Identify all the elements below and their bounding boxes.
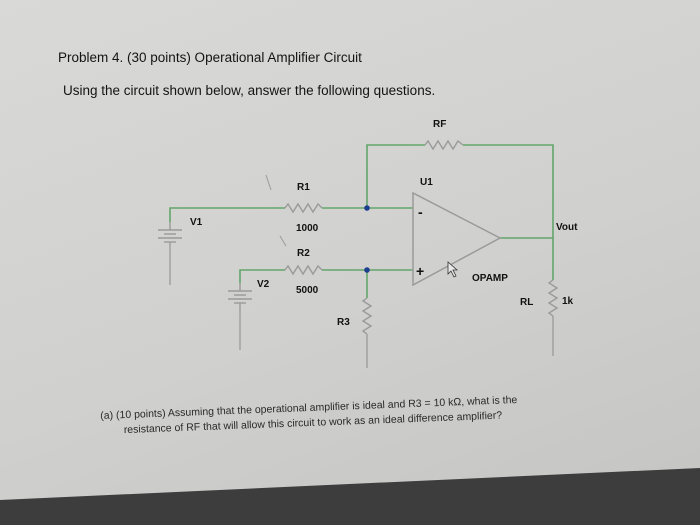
r1-label: R1 <box>297 182 310 193</box>
v2-label: V2 <box>257 279 270 290</box>
r3-label: R3 <box>337 317 350 328</box>
opamp-label: OPAMP <box>472 273 508 284</box>
battery-v1 <box>158 222 182 245</box>
r1-symbol <box>284 202 323 214</box>
rf-symbol <box>424 139 464 151</box>
stray-mark <box>265 174 272 191</box>
rl-value: 1k <box>562 296 574 307</box>
wire-v2-r2 <box>239 269 285 283</box>
r2-value: 5000 <box>296 285 319 296</box>
rl-label: RL <box>520 297 533 308</box>
v1-label: V1 <box>190 217 203 228</box>
stray-mark-2 <box>279 235 287 247</box>
node-noninverting-junction <box>364 267 370 273</box>
r3-symbol <box>361 297 373 335</box>
wire-v1-r1 <box>169 207 285 222</box>
opamp-symbol <box>412 191 502 287</box>
u1-label: U1 <box>420 177 433 188</box>
noninverting-input-sign: + <box>416 263 424 279</box>
r1-value: 1000 <box>296 223 319 234</box>
circuit-wires <box>169 144 554 298</box>
wire-feedback-left <box>366 144 425 208</box>
pointer-icon <box>447 261 459 278</box>
r2-symbol <box>284 264 323 276</box>
r2-label: R2 <box>297 248 310 259</box>
resistors <box>284 139 559 335</box>
ground-leads <box>169 245 554 368</box>
rl-symbol <box>547 279 559 317</box>
question-a-label: (a) <box>100 409 114 422</box>
rf-label: RF <box>433 119 446 130</box>
problem-instruction: Using the circuit shown below, answer th… <box>63 83 436 98</box>
node-inverting-junction <box>364 205 370 211</box>
vout-label: Vout <box>556 222 578 233</box>
inverting-input-sign: - <box>418 204 423 220</box>
wire-feedback-right <box>463 144 554 238</box>
battery-v2 <box>228 283 252 306</box>
problem-title: Problem 4. (30 points) Operational Ampli… <box>58 50 362 65</box>
